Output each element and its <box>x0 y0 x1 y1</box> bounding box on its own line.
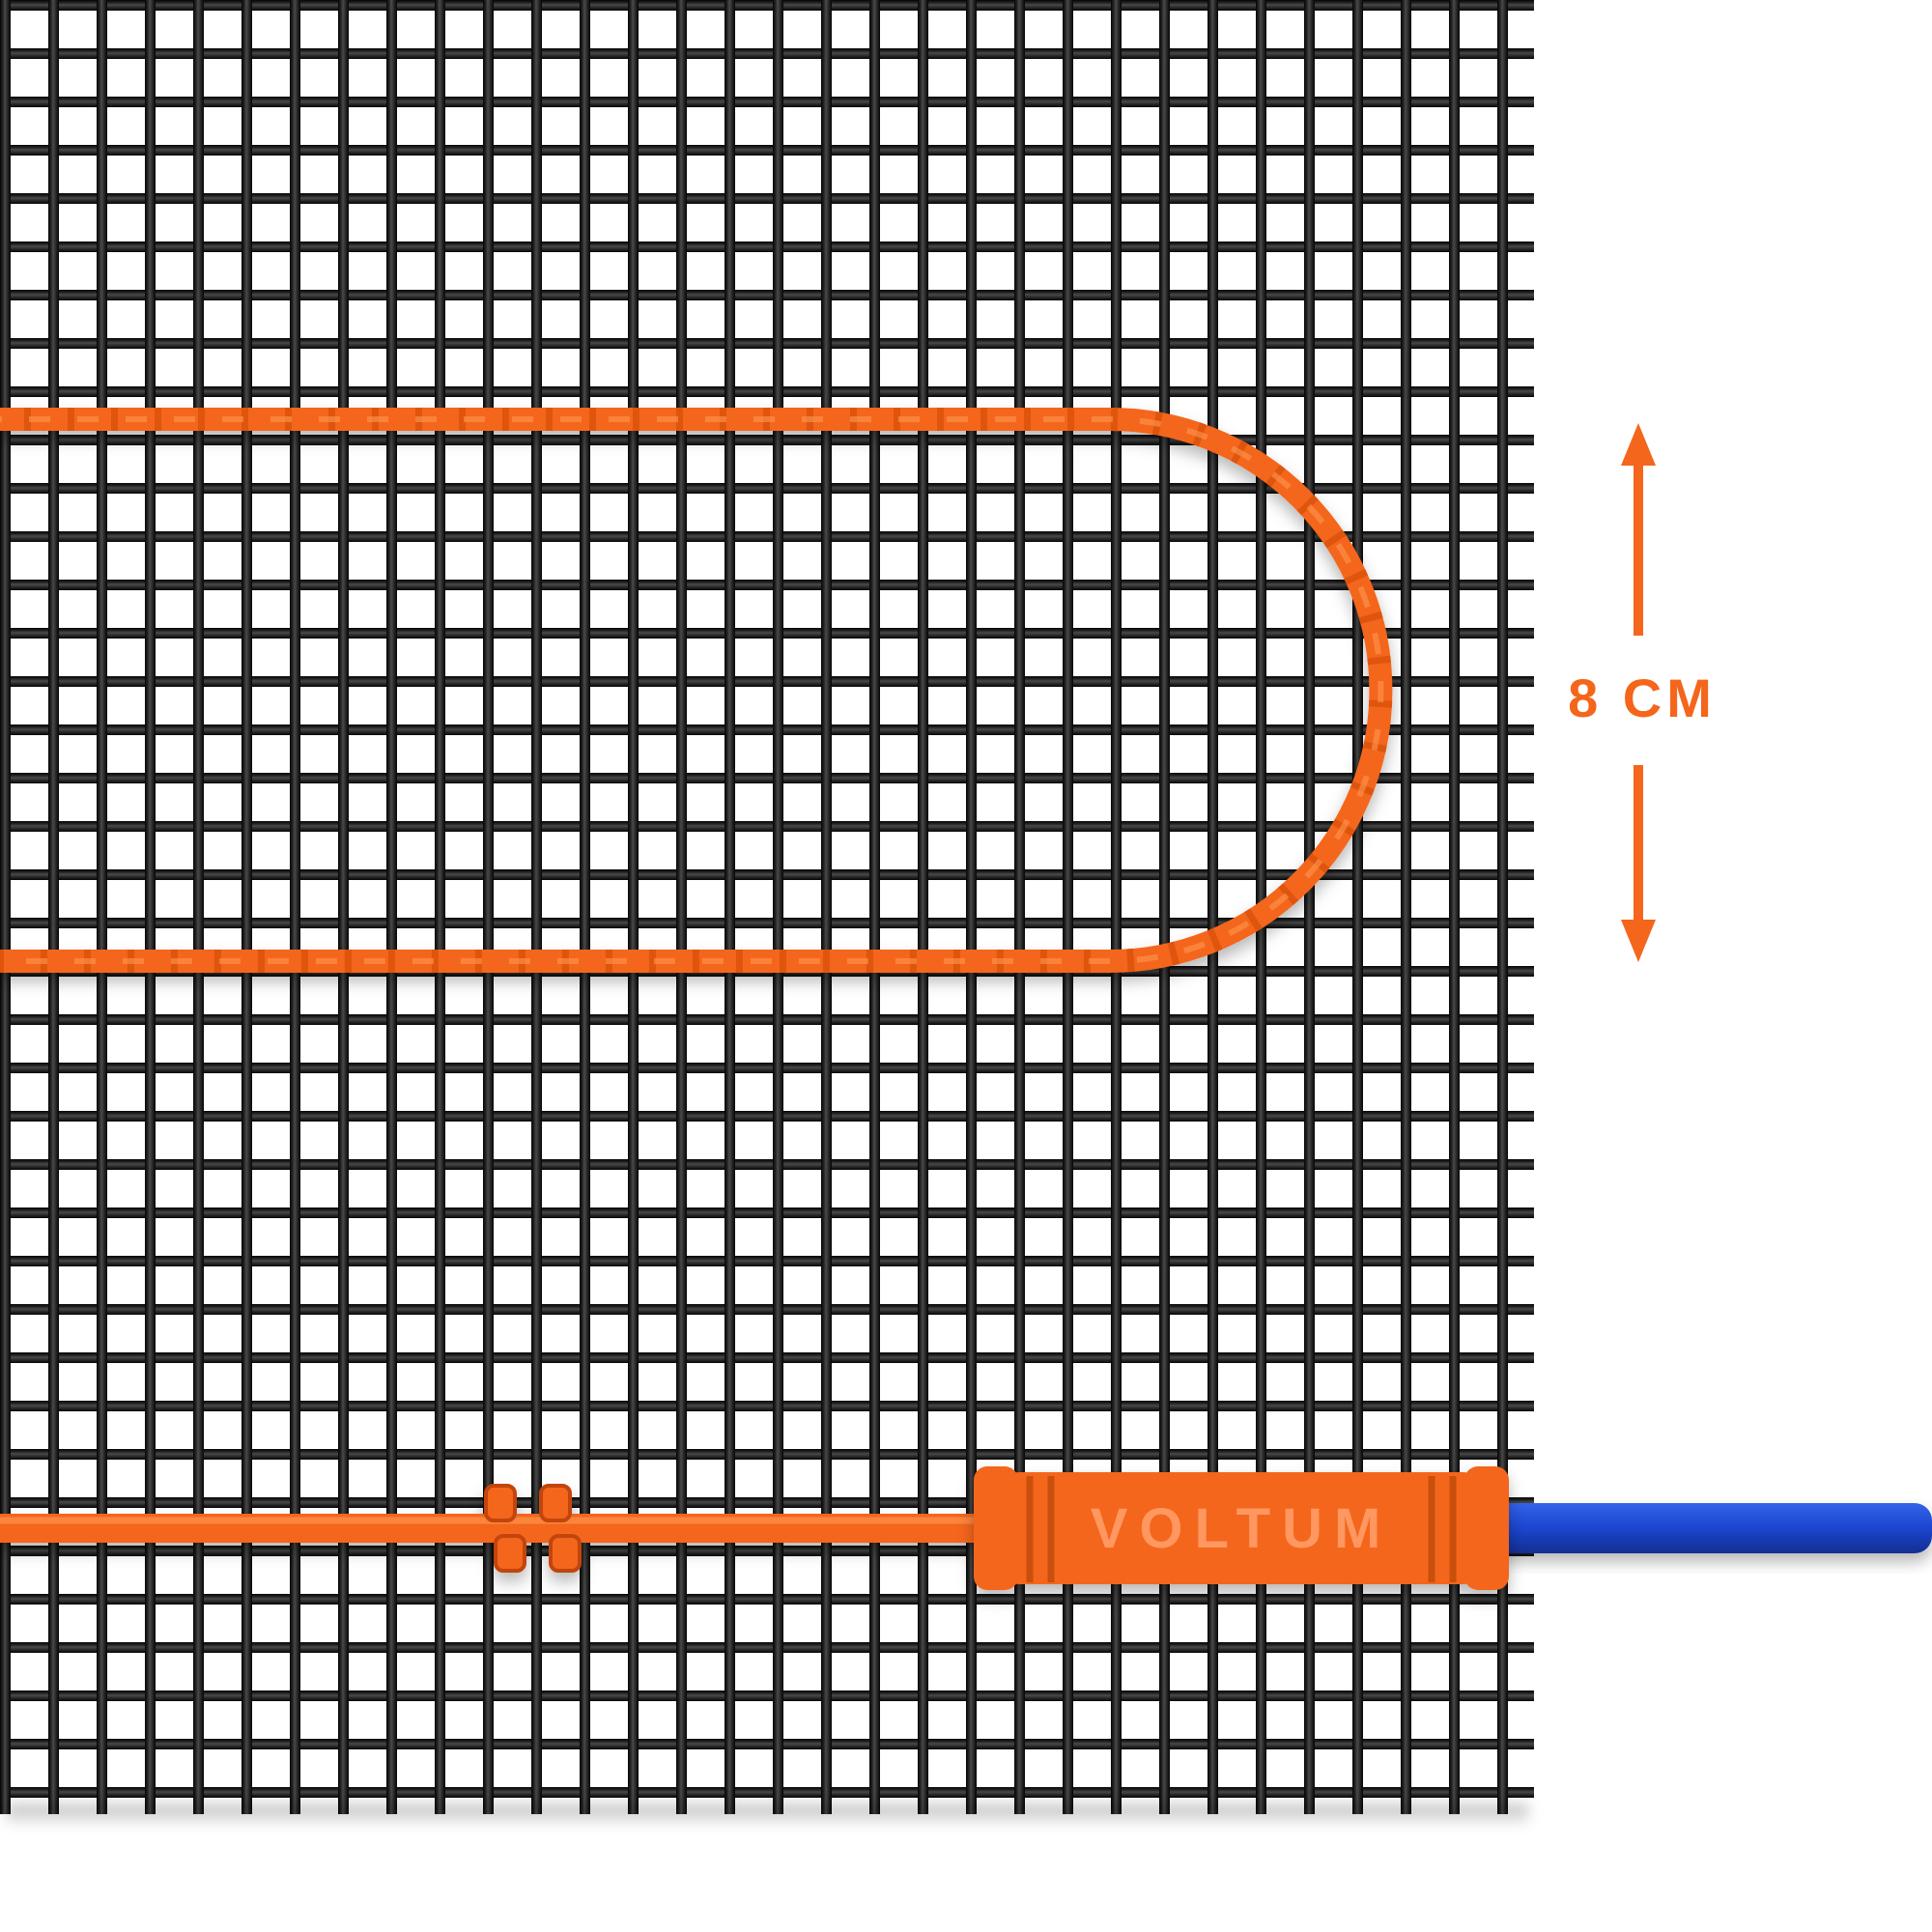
connector-grooves <box>1026 1476 1457 1582</box>
heating-cable-loop <box>0 408 1393 973</box>
cable-braid-ticks <box>0 408 1393 973</box>
arrow-down-icon <box>1621 920 1656 962</box>
dimension-label: 8 CM <box>1568 668 1717 728</box>
cable-connector: VOLTUM <box>974 1466 1509 1590</box>
cable-highlight <box>0 416 1384 964</box>
connector-brand-label: VOLTUM <box>1091 1497 1393 1560</box>
cable-clip <box>484 1484 526 1573</box>
power-cord-blue <box>1488 1503 1932 1553</box>
dimension-annotation: 8 CM <box>1568 423 1717 962</box>
mesh-bottom-shadow <box>6 1804 1528 1826</box>
cold-lead-orange-cable <box>0 1484 1025 1573</box>
arrow-up-icon <box>1621 423 1656 466</box>
cable-clip <box>539 1484 582 1573</box>
